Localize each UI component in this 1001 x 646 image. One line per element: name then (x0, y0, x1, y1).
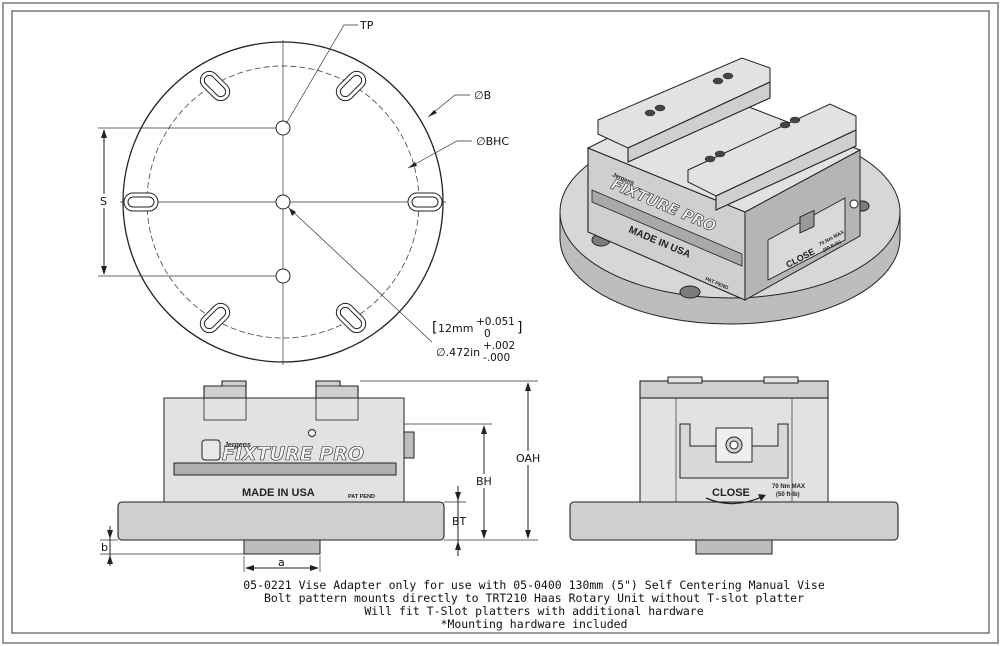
iso-drive-screw (849, 199, 859, 209)
front-spigot (243, 539, 321, 555)
b-leader (427, 94, 470, 118)
tol-in-upper: +.002 (483, 340, 515, 352)
front-view: Jergens FIXTURE PRO MADE IN USA PAT PEND… (100, 380, 545, 572)
side-torque-1: 70 Nm MAX (772, 484, 805, 490)
side-jaw-notch-left (667, 376, 703, 384)
side-jaw-notch-right (763, 376, 799, 384)
tp-hole-bottom (275, 268, 291, 284)
tp-leader (285, 24, 358, 125)
slot-right (407, 192, 443, 212)
s-dim-arrow-bottom (101, 266, 107, 275)
b-small-label: b (101, 541, 108, 554)
front-band (173, 462, 397, 476)
bhc-label: ∅BHC (476, 135, 509, 148)
tol-mm-lower: 0 (484, 328, 491, 340)
s-label: S (100, 195, 107, 208)
note-line-1: 05-0221 Vise Adapter only for use with 0… (243, 578, 825, 592)
front-base (117, 501, 445, 541)
front-drive-hex (403, 431, 415, 459)
front-brand-top: Jergens (224, 442, 251, 449)
front-made-in: MADE IN USA (242, 487, 315, 499)
bhc-leader (407, 140, 472, 169)
iso-jaw-right-face (715, 129, 857, 211)
note-line-3: Will fit T-Slot platters with additional… (364, 604, 703, 618)
slot-left (123, 192, 159, 212)
center-hole (275, 194, 291, 210)
bh-label: BH (476, 475, 492, 488)
b-label: ∅B (474, 89, 491, 102)
slot-lower-right (335, 302, 367, 334)
front-screw (308, 429, 316, 437)
iso-hole-2 (679, 285, 701, 299)
iso-jaw-left-face (627, 81, 771, 163)
front-jaw-slot-right (315, 385, 359, 421)
side-close: CLOSE (712, 487, 750, 499)
slot-lower-left (199, 302, 231, 334)
slot-upper-left (199, 70, 231, 102)
tol-mm: 12mm (438, 322, 473, 335)
iso-right-pocket (767, 197, 846, 281)
iso-jaw-screws (644, 72, 801, 163)
hole-tol-leader (287, 206, 433, 343)
side-base (569, 501, 899, 541)
tp-hole-top (275, 120, 291, 136)
slot-upper-right (335, 70, 367, 102)
front-logo-mark (201, 439, 221, 461)
tol-in-lower: -.000 (483, 352, 510, 364)
iso-drive-hex (799, 209, 815, 234)
note-line-2: Bolt pattern mounts directly to TRT210 H… (264, 591, 804, 605)
top-view-plate: S TP ∅B ∅BHC (97, 19, 509, 365)
front-jaw-slot-left (203, 385, 247, 421)
tp-label: TP (359, 19, 374, 32)
bt-label: BT (452, 515, 467, 528)
oah-label: OAH (516, 452, 540, 465)
s-dim-arrow-top (101, 129, 107, 138)
tol-in: ∅.472in (436, 346, 480, 359)
front-pat-pend: PAT PEND (348, 494, 375, 500)
iso-front-band (591, 189, 743, 267)
a-small-label: a (278, 556, 285, 569)
tol-mm-upper: +0.051 (476, 316, 515, 328)
side-view: CLOSE 70 Nm MAX (50 ft-lb) (569, 376, 899, 555)
front-brand-main: FIXTURE PRO (222, 443, 364, 465)
side-torque-2: (50 ft-lb) (776, 492, 800, 498)
isometric-view: Jergens FIXTURE PRO MADE IN USA PAT PEND… (559, 57, 901, 325)
note-line-4: *Mounting hardware included (441, 617, 628, 631)
hole-tolerance-callout: [ 12mm +0.051 0 ] ∅.472in +.002 -.000 (432, 316, 522, 364)
svg-text:[: [ (432, 320, 437, 336)
notes: 05-0221 Vise Adapter only for use with 0… (243, 578, 825, 631)
side-jaw-top (639, 380, 829, 399)
side-close-arrow (705, 495, 765, 505)
svg-text:]: ] (517, 320, 522, 336)
side-spigot (695, 539, 773, 555)
